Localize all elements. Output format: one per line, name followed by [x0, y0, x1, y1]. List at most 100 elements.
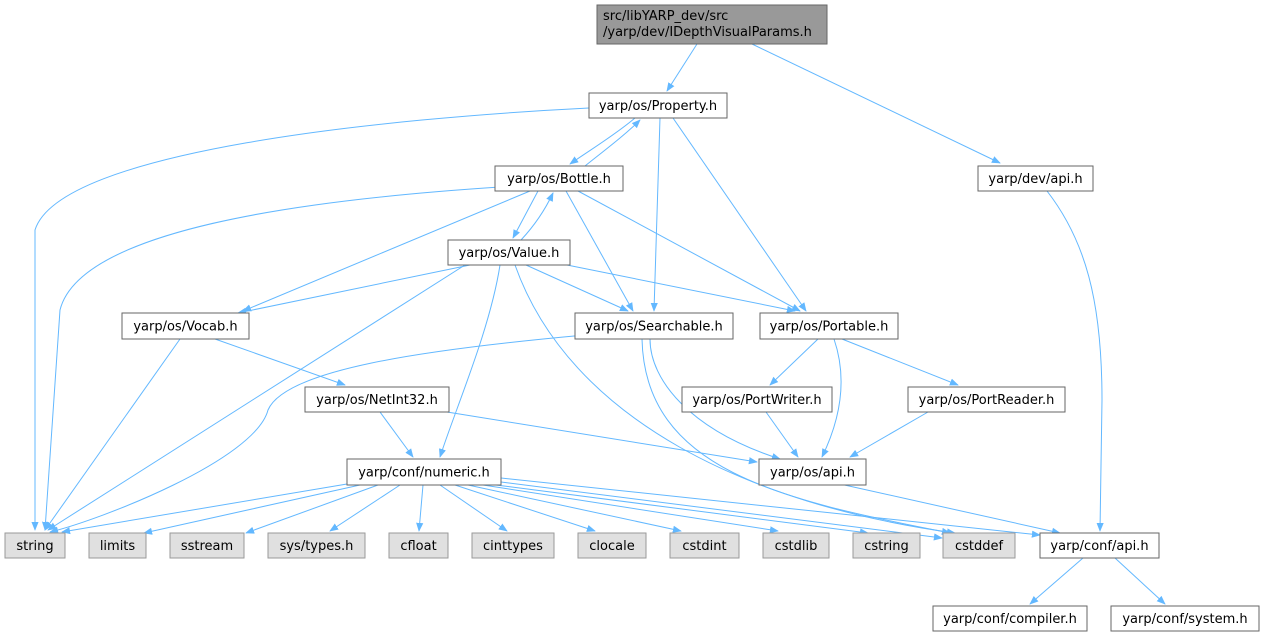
- edge-vocab-to-string: [44, 338, 181, 531]
- node-value[interactable]: yarp/os/Value.h: [447, 239, 571, 266]
- node-label: cinttypes: [483, 539, 543, 554]
- node-cfloat: cfloat: [388, 532, 449, 559]
- edge-property-to-searchable: [650, 117, 661, 312]
- node-label: yarp/conf/api.h: [1050, 539, 1148, 554]
- edge-numeric-to-cstdint: [467, 484, 682, 533]
- node-box: [588, 92, 728, 119]
- node-root[interactable]: src/libYARP_dev/src/yarp/dev/IDepthVisua…: [596, 4, 828, 45]
- node-portwriter[interactable]: yarp/os/PortWriter.h: [681, 386, 833, 413]
- node-box: [1110, 605, 1260, 632]
- node-box: [669, 532, 740, 559]
- edge-line: [1046, 190, 1104, 532]
- edge-root-to-dev_api: [751, 43, 1001, 164]
- node-box: [388, 532, 449, 559]
- edge-line: [821, 338, 842, 458]
- node-label: limits: [100, 539, 136, 554]
- edge-line: [769, 338, 819, 386]
- edge-line: [439, 484, 508, 532]
- node-dev-api[interactable]: yarp/dev/api.h: [977, 165, 1094, 192]
- node-label: yarp/os/PortReader.h: [919, 393, 1055, 408]
- node-label: /yarp/dev/IDepthVisualParams.h: [603, 25, 812, 40]
- edge-line: [520, 192, 554, 241]
- edge-numeric-to-conf_api: [500, 477, 1041, 538]
- node-property[interactable]: yarp/os/Property.h: [588, 92, 728, 119]
- node-portable[interactable]: yarp/os/Portable.h: [759, 312, 899, 340]
- edge-value-to-numeric: [439, 264, 501, 458]
- node-systypes: sys/types.h: [267, 532, 366, 559]
- edge-line: [839, 483, 1061, 535]
- node-label: yarp/dev/api.h: [988, 172, 1082, 187]
- edge-line: [566, 264, 796, 313]
- node-system[interactable]: yarp/conf/system.h: [1110, 605, 1260, 632]
- edge-vocab-to-netint32: [214, 338, 346, 386]
- node-box: [942, 532, 1016, 559]
- edge-line: [329, 484, 401, 532]
- edge-line: [41, 186, 501, 531]
- edge-netint32-to-os_api: [446, 411, 758, 465]
- edge-line: [751, 43, 1001, 164]
- edge-searchable-to-os_api: [649, 338, 781, 460]
- edge-os_api-to-conf_api: [839, 483, 1061, 535]
- node-box: [4, 532, 66, 559]
- node-label: sstream: [181, 539, 233, 554]
- edge-line: [512, 190, 539, 239]
- node-cstring: cstring: [852, 532, 921, 559]
- node-box: [1039, 532, 1160, 559]
- edge-numeric-to-cstring: [495, 484, 869, 536]
- node-label: cfloat: [400, 539, 436, 554]
- edge-line: [841, 338, 959, 386]
- edge-property-to-string: [31, 107, 590, 531]
- node-compiler[interactable]: yarp/conf/compiler.h: [932, 605, 1088, 632]
- node-searchable[interactable]: yarp/os/Searchable.h: [574, 312, 734, 340]
- node-numeric[interactable]: yarp/conf/numeric.h: [346, 458, 502, 486]
- edge-numeric-to-clocale: [454, 484, 596, 532]
- edge-line: [482, 484, 779, 534]
- node-box: [681, 386, 833, 413]
- node-sstream: sstream: [169, 532, 245, 559]
- node-box: [759, 312, 899, 340]
- node-label: yarp/conf/compiler.h: [943, 612, 1077, 627]
- node-cstdlib: cstdlib: [762, 532, 830, 559]
- edge-line: [31, 107, 590, 531]
- node-label: yarp/os/api.h: [770, 466, 855, 481]
- node-limits: limits: [88, 532, 147, 559]
- edge-property-to-bottle: [569, 117, 636, 165]
- edge-line: [495, 484, 869, 536]
- node-label: yarp/os/Searchable.h: [585, 320, 723, 335]
- edge-line: [49, 334, 586, 534]
- edge-line: [454, 484, 596, 532]
- edge-searchable-to-string: [49, 334, 586, 534]
- node-string: string: [4, 532, 66, 559]
- node-os-api[interactable]: yarp/os/api.h: [758, 458, 867, 486]
- node-bottle[interactable]: yarp/os/Bottle.h: [494, 165, 624, 192]
- edge-line: [514, 264, 956, 536]
- node-box: [346, 458, 502, 486]
- node-box: [471, 532, 555, 559]
- edge-line: [569, 117, 636, 165]
- edge-line: [214, 338, 346, 386]
- edge-line: [666, 43, 698, 92]
- edge-root-to-property: [666, 43, 698, 92]
- edge-value-to-bottle: [520, 192, 554, 241]
- edge-numeric-to-limits: [143, 484, 361, 535]
- edge-line: [44, 338, 181, 531]
- node-box: [267, 532, 366, 559]
- edge-value-to-vocab: [237, 264, 471, 315]
- node-vocab[interactable]: yarp/os/Vocab.h: [121, 312, 250, 340]
- edge-bottle-to-searchable: [565, 190, 634, 312]
- node-label: cstdint: [682, 539, 726, 554]
- edge-line: [500, 481, 943, 541]
- edge-line: [577, 190, 801, 312]
- node-box: [304, 386, 450, 413]
- dependency-edges: [31, 43, 1166, 605]
- node-label: yarp/conf/system.h: [1122, 612, 1247, 627]
- edge-bottle-to-portable: [577, 190, 801, 312]
- node-portreader[interactable]: yarp/os/PortReader.h: [907, 386, 1066, 413]
- node-box: [88, 532, 147, 559]
- node-cstdint: cstdint: [669, 532, 740, 559]
- node-netint32[interactable]: yarp/os/NetInt32.h: [304, 386, 450, 413]
- edge-portable-to-portwriter: [769, 338, 819, 386]
- node-conf-api[interactable]: yarp/conf/api.h: [1039, 532, 1160, 559]
- edge-line: [650, 117, 661, 312]
- edge-searchable-to-cstddef: [641, 338, 951, 535]
